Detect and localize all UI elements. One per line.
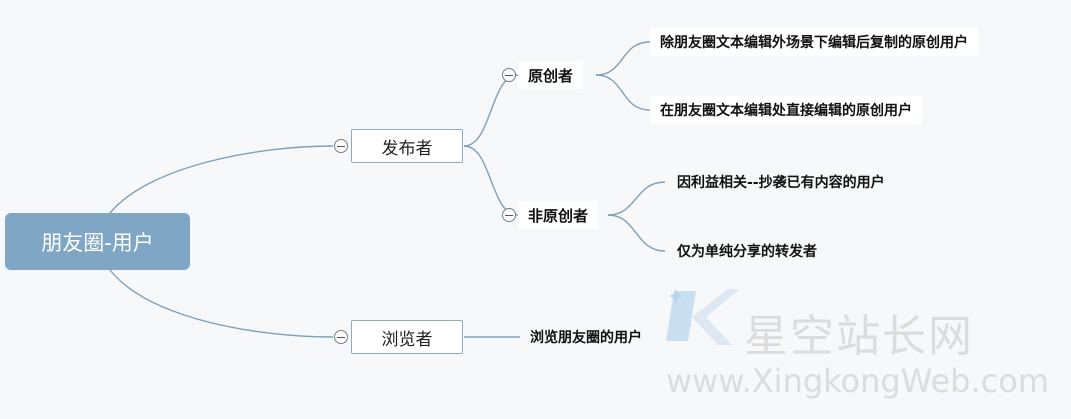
collapse-toggle-original[interactable] (502, 68, 516, 82)
collapse-toggle-non-original[interactable] (502, 208, 516, 222)
collapse-toggle-publisher[interactable] (334, 139, 348, 153)
watermark-url: www.XingkongWeb.com (666, 362, 1049, 400)
leaf-node[interactable]: 在朋友圈文本编辑处直接编辑的原创用户 (650, 96, 922, 124)
root-node[interactable]: 朋友圈-用户 (5, 213, 190, 270)
leaf-node[interactable]: 浏览朋友圈的用户 (530, 330, 642, 346)
watermark-logo-icon (666, 289, 740, 345)
node-publisher[interactable]: 发布者 (351, 129, 463, 163)
node-original-creator[interactable]: 原创者 (518, 61, 584, 89)
watermark-text: 星空站长网 (744, 311, 974, 362)
collapse-toggle-viewer[interactable] (334, 330, 348, 344)
node-viewer[interactable]: 浏览者 (351, 320, 463, 354)
node-non-original-creator[interactable]: 非原创者 (518, 201, 599, 229)
leaf-node[interactable]: 因利益相关--抄袭已有内容的用户 (677, 175, 885, 191)
leaf-node[interactable]: 除朋友圈文本编辑外场景下编辑后复制的原创用户 (650, 28, 978, 56)
leaf-node[interactable]: 仅为单纯分享的转发者 (677, 244, 817, 260)
